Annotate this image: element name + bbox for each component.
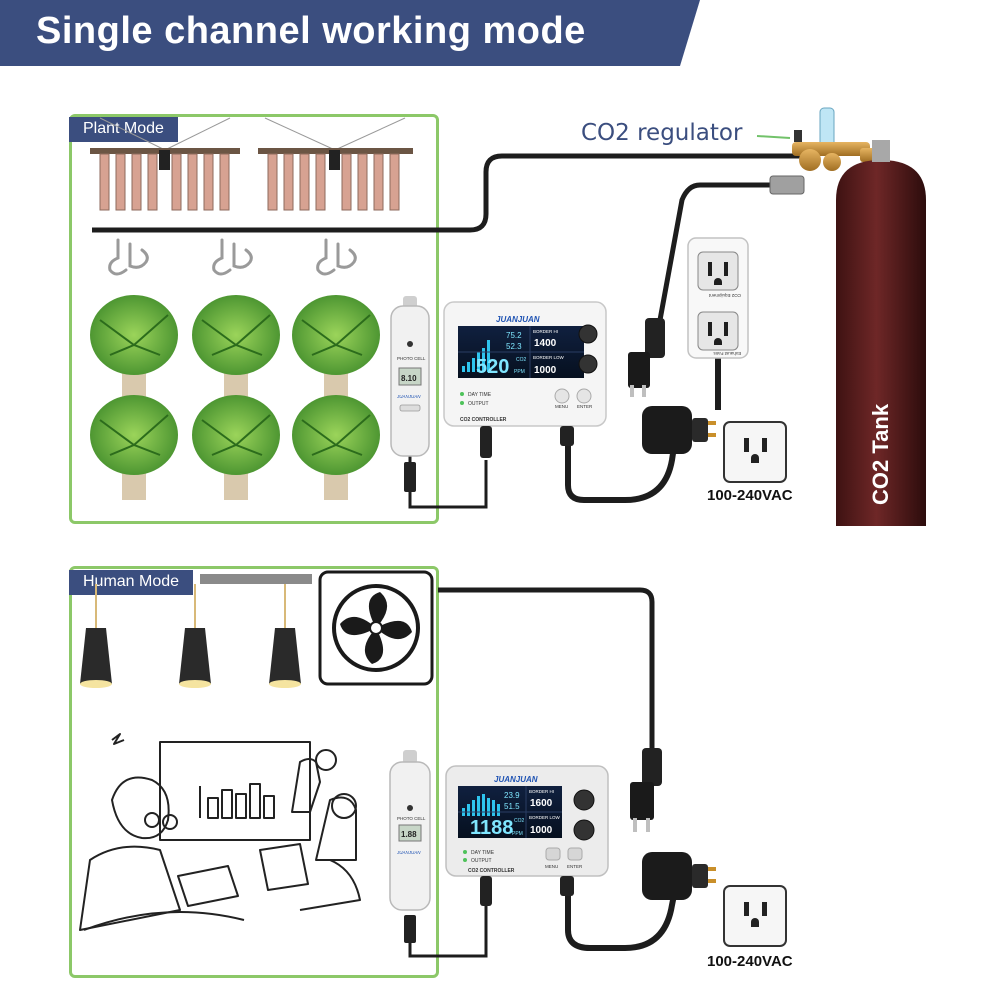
pendant-lamp-icon <box>269 584 301 688</box>
photocell-brand-top: JUANJUAN <box>396 394 421 399</box>
voltage-label-bottom: 100-240VAC <box>707 953 793 970</box>
pendant-lamp-icon <box>179 584 211 688</box>
grow-light-right <box>258 117 413 211</box>
controller-hum-bottom: 51.5 <box>504 802 520 811</box>
plant-icon <box>292 395 380 500</box>
controller-border-hi-label-top: BORDER HI <box>533 329 558 334</box>
controller-brand-top: JUANJUAN <box>496 315 540 324</box>
photocell-cable-bottom <box>408 905 488 958</box>
co2-controller-top <box>443 301 607 458</box>
controller-output-top: OUTPUT <box>468 401 489 407</box>
controller-daytime-top: DAY TIME <box>468 392 492 398</box>
controller-name-bottom: CO2 CONTROLLER <box>468 868 515 874</box>
controller-brand-bottom: JUANJUAN <box>494 775 538 784</box>
controller-reading-bottom: 1188 <box>470 817 513 839</box>
plant-mode-frame <box>69 114 439 524</box>
photocell-brand-bottom: JUANJUAN <box>396 850 421 855</box>
outlet-strip <box>687 237 749 359</box>
controller-unit-co2-top: CO2 <box>516 357 527 363</box>
photocell-cable-top <box>408 455 488 509</box>
power-adapter-top <box>642 406 716 454</box>
controller-border-hi-label-bottom: BORDER HI <box>529 789 554 794</box>
co2-gas-icons <box>108 238 357 276</box>
title-banner <box>0 0 700 66</box>
voltage-label-top: 100-240VAC <box>707 487 793 504</box>
controller-power-cable-top <box>565 420 678 503</box>
co2-controller-bottom <box>445 765 609 906</box>
controller-menu-bottom: MENU <box>545 864 558 869</box>
controller-hum-top: 52.3 <box>506 342 522 351</box>
grow-light-left <box>90 117 240 211</box>
wall-outlet-bottom <box>723 885 787 947</box>
controller-daytime-bottom: DAY TIME <box>471 850 495 856</box>
controller-output-bottom: OUTPUT <box>471 858 492 864</box>
controller-low-bottom: 1000 <box>530 825 553 836</box>
human-mode-label: Human Mode <box>69 570 194 595</box>
outlet-label-co2: CO2 Equipment <box>708 293 741 298</box>
co2-regulator-label: CO2 regulator <box>581 120 743 146</box>
human-mode-frame <box>69 566 439 978</box>
controller-power-cable-bottom <box>565 875 678 951</box>
controller-temp-bottom: 23.9 <box>504 791 520 800</box>
controller-name-top: CO2 CONTROLLER <box>460 417 507 423</box>
photocell-reading-top: 8.10 <box>401 374 417 383</box>
controller-hi-top: 1400 <box>534 338 557 349</box>
pendant-lamp-icon <box>80 584 112 688</box>
ceiling-rail <box>200 574 312 584</box>
ceiling-cable <box>92 153 800 233</box>
photocell-reading-bottom: 1.88 <box>401 830 417 839</box>
fan-cable <box>438 587 655 750</box>
controller-enter-bottom: ENTER <box>567 864 583 869</box>
co2-tank <box>836 140 926 526</box>
power-plug-top <box>628 318 665 397</box>
photocell-label-bottom: PHOTO CELL <box>397 816 426 821</box>
controller-hi-bottom: 1600 <box>530 798 553 809</box>
plant-icon <box>192 395 280 500</box>
photocell-sensor-bottom <box>389 750 431 943</box>
controller-border-low-label-top: BORDER LOW <box>533 355 565 360</box>
plant-icon <box>192 295 280 402</box>
wall-outlet-top <box>723 421 787 483</box>
power-adapter-bottom <box>642 852 716 900</box>
controller-unit-co2-bottom: CO2 <box>514 818 525 824</box>
photocell-label-top: PHOTO CELL <box>397 356 426 361</box>
controller-border-low-label-bottom: BORDER LOW <box>529 815 561 820</box>
regulator-cable <box>657 182 780 321</box>
controller-unit-ppm-bottom: PPM <box>512 831 523 837</box>
plants <box>90 295 380 500</box>
outlet-label-fans: Exhaust Fans <box>713 351 741 356</box>
plant-icon <box>90 395 178 500</box>
power-plug-bottom <box>630 748 662 832</box>
plant-icon <box>90 295 178 402</box>
controller-low-top: 1000 <box>534 365 557 376</box>
controller-temp-top: 75.2 <box>506 331 522 340</box>
co2-regulator <box>756 107 890 195</box>
pendant-lamps <box>80 584 301 688</box>
controller-unit-ppm-top: PPM <box>514 369 525 375</box>
co2-tank-label: CO2 Tank <box>868 403 893 505</box>
office-meeting-illustration <box>79 733 361 931</box>
controller-menu-top: MENU <box>555 404 568 409</box>
controller-enter-top: ENTER <box>577 404 593 409</box>
plant-icon <box>292 295 380 402</box>
page-title: Single channel working mode <box>36 10 586 52</box>
photocell-sensor-top <box>390 296 430 492</box>
exhaust-fan-icon <box>318 570 434 686</box>
plant-mode-label: Plant Mode <box>69 117 178 142</box>
controller-reading-top: 520 <box>476 356 509 378</box>
